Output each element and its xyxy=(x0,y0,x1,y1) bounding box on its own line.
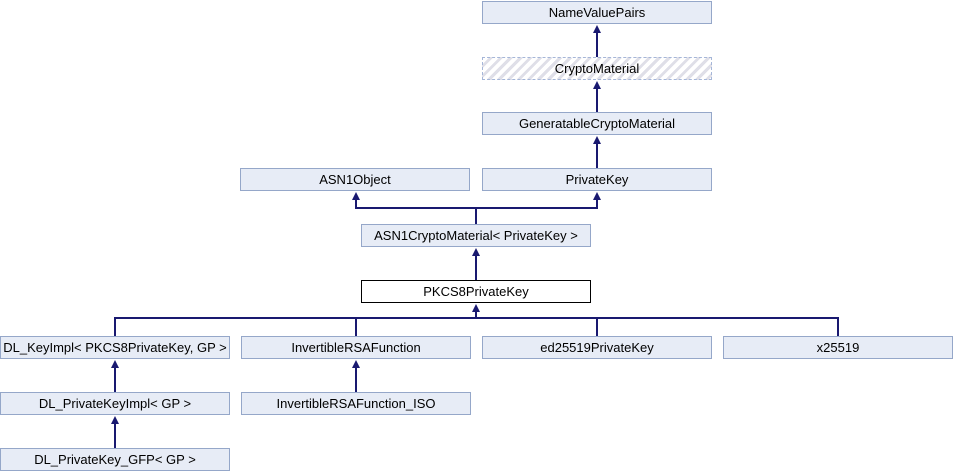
edge-bus-to-x25519 xyxy=(837,319,839,336)
edge-branch-to-private-key xyxy=(596,197,598,208)
arrowhead-at-name-value-pairs xyxy=(593,25,601,33)
edge-bus-to-invertible-rsa-function xyxy=(355,319,357,336)
class-node-dl-private-key-gfp[interactable]: DL_PrivateKey_GFP< GP > xyxy=(0,448,230,471)
arrowhead-at-dl-key-impl xyxy=(111,360,119,368)
class-node-x25519[interactable]: x25519 xyxy=(723,336,953,359)
class-node-name-value-pairs[interactable]: NameValuePairs xyxy=(482,1,712,24)
arrowhead-at-asn1-object xyxy=(352,192,360,200)
edge-branch-to-asn1-object xyxy=(355,197,357,208)
edge-generatable-to-crypto-material xyxy=(596,86,598,112)
edge-bus-to-dl-key-impl xyxy=(114,319,116,336)
class-node-crypto-material[interactable]: CryptoMaterial xyxy=(482,57,712,80)
class-node-asn1-crypto-material[interactable]: ASN1CryptoMaterial< PrivateKey > xyxy=(361,224,591,247)
arrowhead-at-invertible-rsa-function xyxy=(352,360,360,368)
arrowhead-at-crypto-material xyxy=(593,81,601,89)
edge-pkcs8-to-asn1-crypto-material xyxy=(475,253,477,280)
class-node-pkcs8-private-key: PKCS8PrivateKey xyxy=(361,280,591,303)
class-node-generatable-crypto-material[interactable]: GeneratableCryptoMaterial xyxy=(482,112,712,135)
edge-crypto-material-to-name-value-pairs xyxy=(596,30,598,57)
edge-iso-to-invertible-rsa-function xyxy=(355,365,357,392)
arrowhead-at-generatable-crypto-material xyxy=(593,136,601,144)
class-node-ed25519-private-key[interactable]: ed25519PrivateKey xyxy=(482,336,712,359)
class-node-private-key[interactable]: PrivateKey xyxy=(482,168,712,191)
arrowhead-at-pkcs8-private-key xyxy=(472,304,480,312)
arrowhead-at-asn1-crypto-material xyxy=(472,248,480,256)
edge-asn1-crypto-material-stem xyxy=(475,208,477,224)
arrowhead-at-private-key xyxy=(593,192,601,200)
class-node-asn1-object[interactable]: ASN1Object xyxy=(240,168,470,191)
class-node-invertible-rsa-function-iso[interactable]: InvertibleRSAFunction_ISO xyxy=(241,392,471,415)
edge-private-key-to-generatable xyxy=(596,141,598,168)
class-node-invertible-rsa-function[interactable]: InvertibleRSAFunction xyxy=(241,336,471,359)
edge-bus-to-ed25519-private-key xyxy=(596,319,598,336)
class-node-dl-private-key-impl[interactable]: DL_PrivateKeyImpl< GP > xyxy=(0,392,230,415)
class-node-dl-key-impl[interactable]: DL_KeyImpl< PKCS8PrivateKey, GP > xyxy=(0,336,230,359)
arrowhead-at-dl-private-key-impl xyxy=(111,416,119,424)
edge-derived-bus xyxy=(114,317,839,319)
edge-gfp-to-dl-private-key-impl xyxy=(114,421,116,448)
edge-dl-private-key-impl-to-dl-key-impl xyxy=(114,365,116,392)
edge-derived-stem-to-pkcs8 xyxy=(475,309,477,318)
